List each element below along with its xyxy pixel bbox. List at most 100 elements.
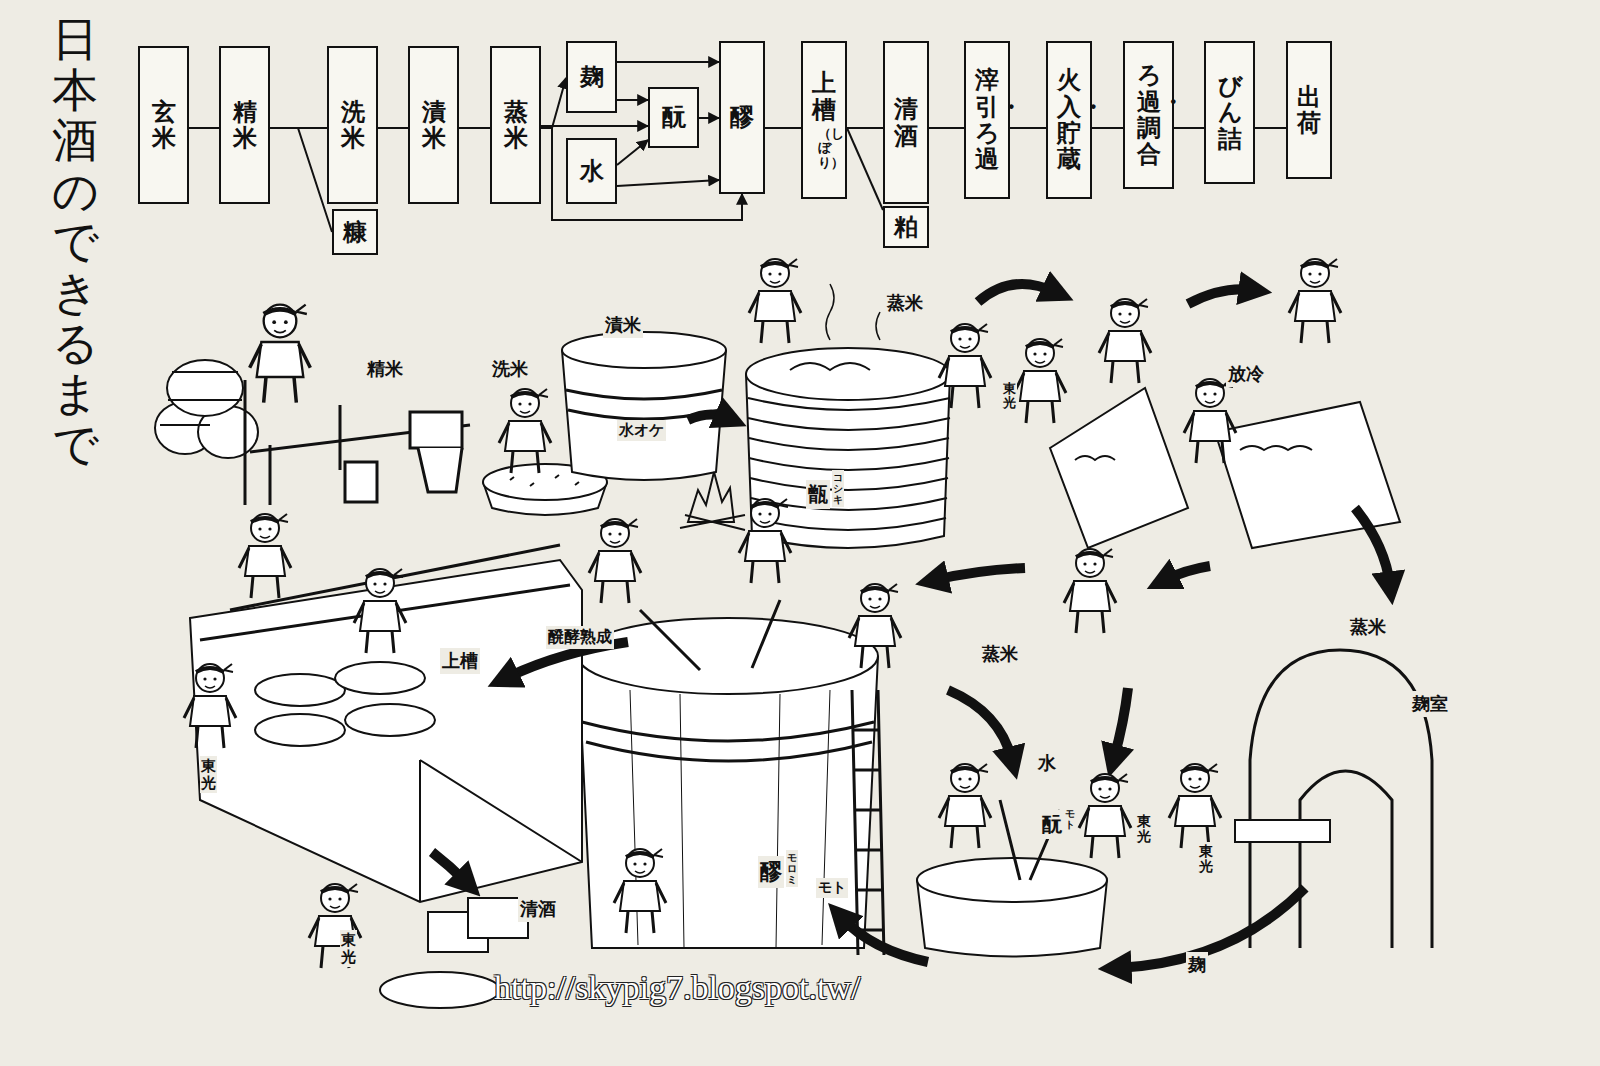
fermentation-tank (582, 722, 874, 761)
flow-connector (1174, 127, 1204, 129)
worker (939, 324, 991, 408)
illustration-label: 麹 (1186, 952, 1208, 978)
flow-connector (1255, 127, 1286, 129)
soaking-tub (562, 332, 726, 480)
sake-press (190, 560, 582, 902)
process-arrow (1118, 888, 1305, 968)
worker (614, 849, 666, 933)
flow-connector (765, 127, 801, 129)
rice-mill (345, 462, 377, 502)
rice-mill (245, 380, 470, 505)
process-arrow (688, 414, 728, 420)
sake-press (190, 545, 582, 902)
flow-connector (617, 140, 648, 165)
process-box: びん詰 (1204, 41, 1255, 184)
box-label: 玄米 (152, 99, 176, 152)
flow-connector (1010, 127, 1046, 129)
worker (499, 389, 551, 473)
sake-press (420, 760, 582, 902)
worker (309, 884, 361, 968)
illustration-label: 水オケ (617, 420, 666, 441)
process-box: 粕 (883, 206, 929, 248)
box-label: 洗米 (341, 99, 365, 152)
worker (1184, 379, 1236, 463)
process-box: ろ過・調合 (1123, 41, 1174, 189)
box-label: 滓引・ろ過 (975, 67, 999, 173)
illustration-label: 甑 (806, 480, 830, 509)
process-arrow (1355, 508, 1390, 585)
illustration-label: 東光 (1136, 812, 1152, 847)
box-label: 酛 (662, 104, 686, 130)
worker (749, 259, 801, 343)
flow-connector (699, 117, 719, 119)
process-box: 上槽（しぼり） (801, 41, 847, 199)
box-label: びん詰 (1218, 73, 1242, 152)
steamer (790, 363, 870, 370)
watermark: http://skypig7.blogspot.tw/ (492, 968, 862, 1008)
process-box: 精米 (219, 46, 270, 204)
box-label: 精米 (233, 99, 257, 152)
process-box: 醪 (719, 41, 765, 194)
illustration-label: 東光 (340, 930, 357, 967)
process-arrow (432, 852, 466, 882)
ladder (852, 690, 884, 955)
process-arrow (978, 284, 1055, 302)
illustration-label: 醗酵熟成 (546, 626, 614, 649)
illustration-label: 精米 (365, 356, 405, 382)
process-arrow (432, 284, 1390, 968)
illustration-label: モロミ (786, 850, 798, 887)
illustration-label: 醪 (758, 856, 784, 888)
illustration-label: 蒸米 (980, 641, 1020, 667)
ladder (852, 690, 884, 955)
moto-tub (917, 858, 1107, 902)
worker (1169, 764, 1221, 848)
sake-vessel (380, 972, 500, 1008)
illustration-label: 麹室 (1410, 691, 1450, 717)
box-label: 粕 (894, 214, 918, 240)
illustration-label: 東光 (1198, 842, 1214, 877)
process-box: 酛 (648, 87, 699, 148)
process-box: 滓引・ろ過 (964, 41, 1010, 199)
flow-connector (541, 78, 566, 128)
flow-connector (189, 127, 219, 129)
flow-connector (1092, 127, 1123, 129)
flow-connector (847, 127, 883, 129)
rice-mill (410, 412, 462, 448)
soaking-tub (562, 332, 726, 368)
flow-connector (617, 61, 719, 63)
steamer (746, 348, 950, 400)
worker (1014, 339, 1066, 423)
steamer (826, 284, 880, 340)
process-arrow (1165, 566, 1210, 580)
worker (184, 259, 1341, 968)
illustration-label: 放冷 (1226, 361, 1266, 387)
koji-room (1300, 771, 1392, 948)
box-label: 火入・貯蔵 (1057, 67, 1081, 173)
illustration-label: 東光 (200, 756, 217, 793)
illustration-label: 東光 (1002, 380, 1017, 413)
process-box: 清酒 (883, 41, 929, 204)
illustration-label: モト (816, 878, 848, 898)
worker (239, 514, 291, 598)
koji-room (1235, 650, 1432, 948)
illustration-label: 上槽 (440, 648, 480, 674)
process-arrow (948, 690, 1012, 760)
illustration-label: 水 (1036, 750, 1058, 776)
box-label: 糠 (343, 219, 367, 245)
sake-press (345, 704, 435, 736)
rice-bale (155, 360, 258, 458)
flow-connector (541, 128, 742, 220)
worker (849, 584, 901, 668)
rice-mill (245, 380, 340, 505)
illustration-label: 蒸米 (885, 290, 925, 316)
process-box: 出荷 (1286, 41, 1332, 179)
rice-mill (418, 448, 462, 492)
fermentation-tank (578, 600, 878, 948)
cooling-mat (1075, 446, 1312, 460)
box-label: 出荷 (1297, 84, 1321, 137)
worker (1099, 299, 1151, 383)
washing-tub (510, 475, 579, 486)
process-arrow (1188, 289, 1252, 304)
illustration-label: コシキ (832, 470, 844, 507)
sake-press (255, 714, 345, 746)
